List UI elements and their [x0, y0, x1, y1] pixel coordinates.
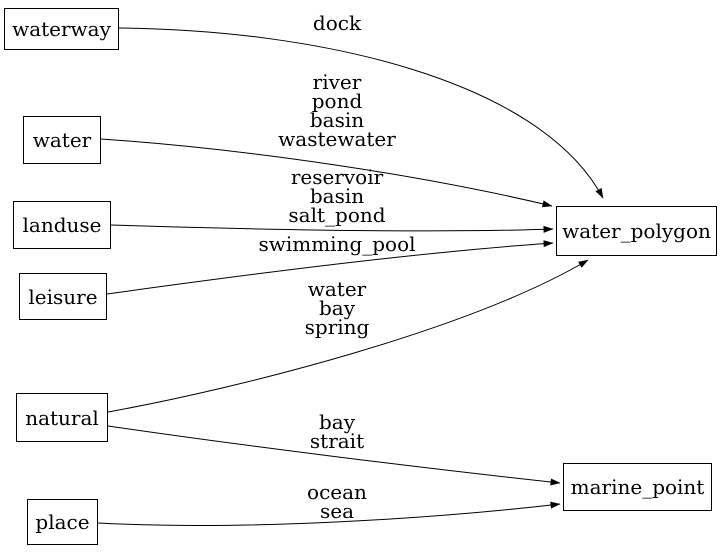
edge-label-natural-to-marine_point: bay strait — [309, 410, 365, 453]
node-water_polygon: water_polygon — [556, 206, 717, 256]
edge-landuse-to-water_polygon — [110, 224, 554, 233]
node-water: water — [23, 116, 101, 164]
node-label: natural — [25, 405, 99, 430]
node-leisure: leisure — [19, 273, 107, 320]
edge-label-landuse-to-water_polygon: reservoir basin salt_pond — [288, 165, 386, 227]
edge-waterway-to-water_polygon — [118, 27, 604, 199]
node-waterway: waterway — [4, 8, 119, 50]
edge-natural-to-water_polygon — [107, 259, 589, 413]
edge-leisure-to-water_polygon — [106, 240, 554, 295]
edge-label-water-to-water_polygon: river pond basin wastewater — [278, 70, 396, 151]
edge-place-to-marine_point — [97, 501, 561, 526]
node-label: waterway — [12, 17, 111, 41]
node-label: water_polygon — [562, 219, 711, 243]
node-marine_point: marine_point — [563, 463, 712, 511]
node-landuse: landuse — [13, 201, 111, 249]
node-label: water — [32, 128, 92, 152]
edge-label-leisure-to-water_polygon: swimming_pool — [258, 232, 416, 256]
node-natural: natural — [16, 393, 108, 442]
edge-natural-to-marine_point — [107, 425, 561, 486]
node-label: marine_point — [570, 475, 705, 499]
edge-label-natural-to-water_polygon: water bay spring — [304, 277, 370, 339]
edge-label-waterway-to-water_polygon: dock — [312, 11, 362, 35]
node-place: place — [27, 499, 98, 545]
node-label: leisure — [28, 284, 98, 309]
node-label: place — [35, 510, 90, 534]
edge-water-to-water_polygon — [100, 138, 553, 208]
node-label: landuse — [22, 213, 102, 237]
edges-group — [97, 27, 604, 526]
edge-label-place-to-marine_point: ocean sea — [307, 480, 367, 523]
